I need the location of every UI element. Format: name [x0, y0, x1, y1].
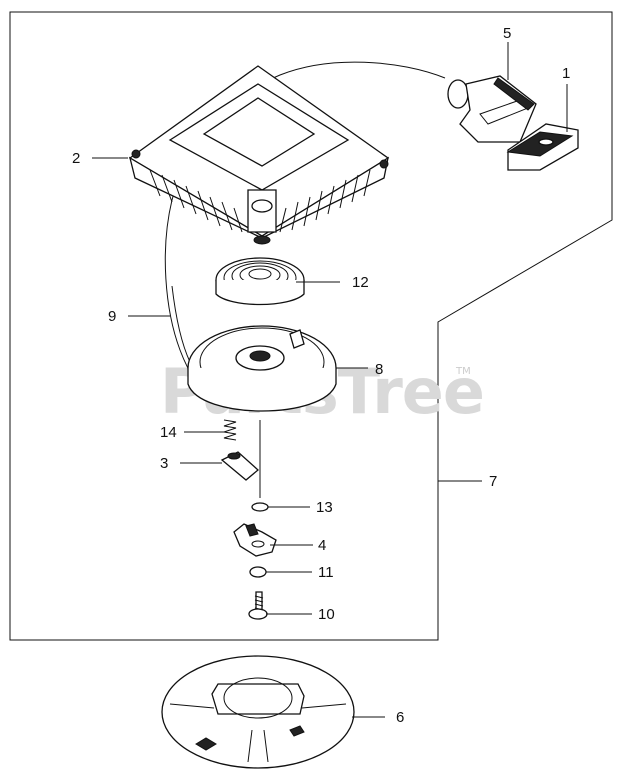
- callout-1: 1: [562, 65, 570, 82]
- assembly-boundary: [9, 11, 613, 641]
- washer: [251, 502, 269, 512]
- ratchet-pawl: [220, 451, 259, 481]
- ratchet-spring: [223, 419, 237, 441]
- ratchet-guide: [233, 523, 277, 557]
- rope-pulley: [187, 325, 337, 412]
- callout-6: 6: [396, 709, 404, 726]
- callout-11: 11: [318, 564, 334, 581]
- starter-handle: [447, 75, 537, 143]
- starter-housing: [128, 65, 390, 245]
- callout-13: 13: [316, 499, 333, 516]
- callout-5: 5: [503, 25, 511, 42]
- callout-12: 12: [352, 274, 369, 291]
- handle-grip: [506, 123, 579, 171]
- recoil-spring: [215, 257, 305, 306]
- callout-3: 3: [160, 455, 168, 472]
- callout-4: 4: [318, 537, 326, 554]
- callout-9: 9: [108, 308, 116, 325]
- watermark-trademark: TM: [455, 366, 471, 377]
- lock-nut: [249, 566, 267, 578]
- center-bolt: [248, 591, 268, 620]
- callout-8: 8: [375, 361, 383, 378]
- callout-14: 14: [160, 424, 177, 441]
- callout-7: 7: [489, 473, 497, 490]
- starter-rope-inner: [171, 285, 191, 363]
- callout-10: 10: [318, 606, 335, 623]
- starter-cup: [161, 655, 355, 769]
- callout-2: 2: [72, 150, 80, 167]
